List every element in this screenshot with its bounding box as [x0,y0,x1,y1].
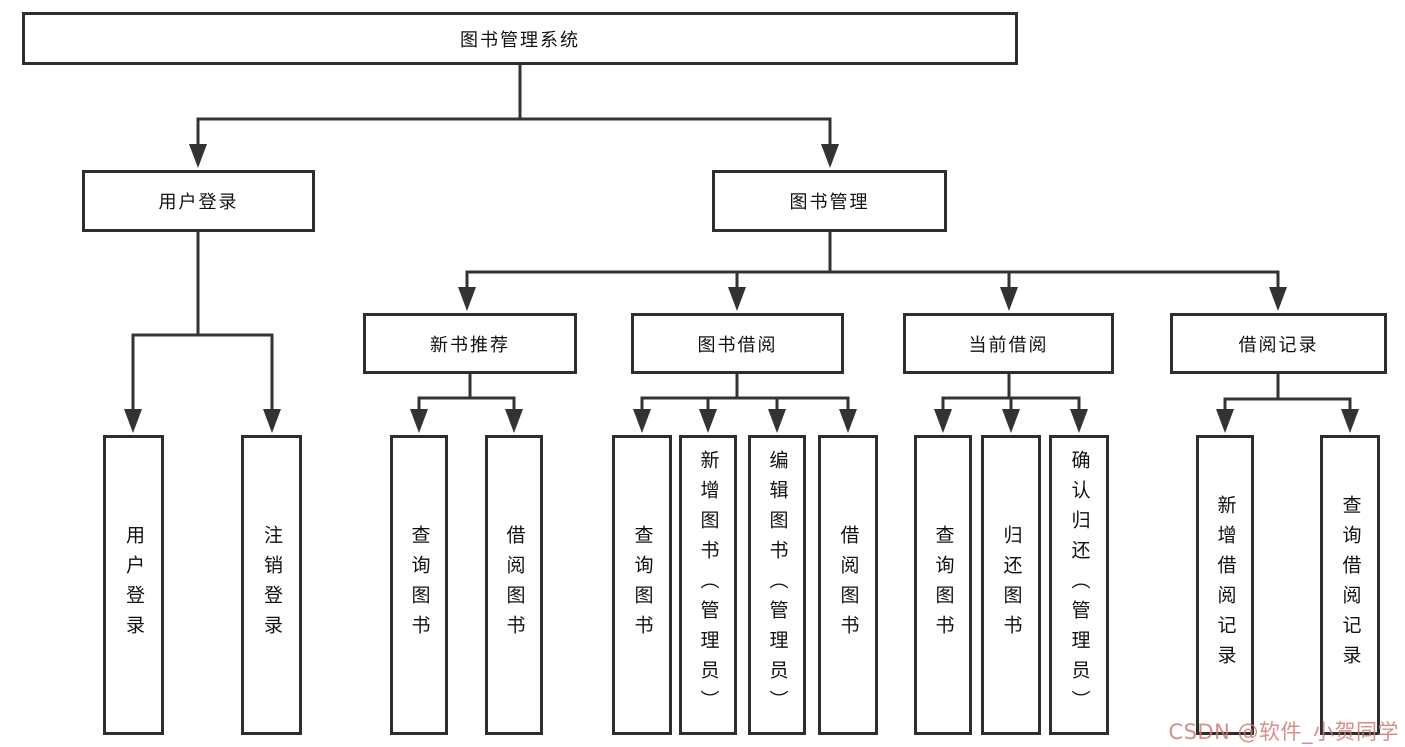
leaf-borrow-books: 借阅图书 [818,435,878,735]
node-book-management: 图书管理 [712,170,947,232]
node-library-management-system: 图书管理系统 [22,12,1018,65]
leaf-confirm-return-admin: 确认归还（管理员） [1049,435,1109,735]
leaf-query-borrow-record: 查询借阅记录 [1320,435,1380,735]
node-label: 编辑图书（管理员） [766,450,789,720]
arrowheads [124,144,1359,433]
leaf-edit-books-admin: 编辑图书（管理员） [748,435,806,735]
node-label: 图书管理 [789,192,870,213]
node-label: 图书管理系统 [460,29,580,51]
node-label: 当前借阅 [968,334,1049,356]
leaf-query-books: 查询图书 [914,435,972,735]
node-label: 借阅图书 [503,525,526,645]
node-label: 查询图书 [408,525,431,645]
node-book-borrowing: 图书借阅 [631,313,844,374]
leaf-logout: 注销登录 [241,435,302,735]
node-label: 查询图书 [631,525,654,645]
node-label: 用户登录 [123,525,145,645]
connector-bookborrow-to-leaves [640,374,850,411]
csdn-watermark: CSDN @软件_小贺同学 [1168,720,1399,744]
node-label: 新书推荐 [430,334,510,356]
node-label: 查询图书 [932,525,955,645]
node-label: 归还图书 [1000,525,1023,645]
node-new-book-recommendation: 新书推荐 [363,313,577,374]
leaf-return-books: 归还图书 [981,435,1041,735]
connector-root-to-level2 [196,65,832,146]
connector-records-to-leaves [1223,374,1352,411]
connector-currentborrow-to-leaves [941,374,1081,411]
node-label: 借阅图书 [837,525,860,645]
leaf-query-books: 查询图书 [612,435,672,735]
leaf-add-books-admin: 新增图书（管理员） [679,435,737,735]
node-label: 新增借阅记录 [1214,495,1237,675]
node-label: 注销登录 [261,525,283,645]
connector-newbook-to-leaves [417,374,516,411]
node-current-borrowing: 当前借阅 [903,313,1114,374]
leaf-borrow-books: 借阅图书 [485,435,543,735]
connector-bookmgmt-to-level3 [465,232,1280,289]
node-label: 确认归还（管理员） [1068,450,1091,720]
node-label: 用户登录 [158,192,239,213]
node-user-login: 用户登录 [82,170,315,232]
node-label: 查询借阅记录 [1339,495,1362,675]
node-label: 新增图书（管理员） [697,450,720,720]
connector-userlogin-to-leaves [131,232,274,411]
node-label: 借阅记录 [1238,334,1319,356]
leaf-query-books: 查询图书 [390,435,448,735]
node-label: 图书借阅 [697,334,778,356]
node-borrowing-records: 借阅记录 [1170,313,1387,374]
leaf-user-login: 用户登录 [103,435,164,735]
leaf-add-borrow-record: 新增借阅记录 [1196,435,1254,735]
